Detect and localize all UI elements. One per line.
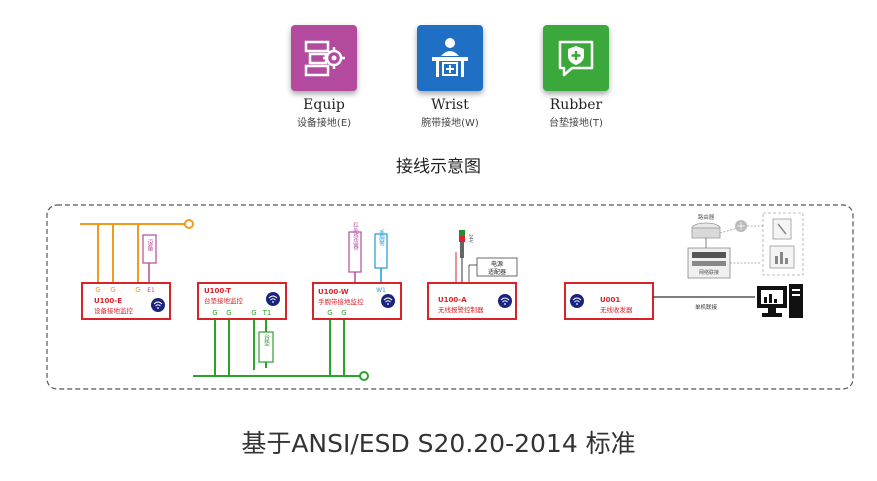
module-model: U100-E — [94, 297, 122, 305]
mat-tag-label: 台垫 — [263, 333, 270, 346]
feature-rubber-title: Rubber — [549, 97, 603, 113]
terminal-w1: W1 — [376, 287, 386, 294]
terminal-g: G — [341, 309, 346, 317]
module-desc: 手腕带接地监控 — [318, 297, 364, 306]
module-model: U001 — [600, 296, 620, 304]
diagram-dashed-frame — [46, 204, 854, 390]
module-u100-a: U100-A 无线报警控制器 — [427, 282, 517, 320]
terminal-g: G — [95, 286, 100, 294]
module-u100-t: U100-T 台垫接地监控 G G G T1 — [197, 282, 287, 320]
terminal-g: G — [212, 309, 217, 317]
mat-ground-terminal — [359, 371, 369, 381]
power-adapter — [476, 257, 518, 277]
section-title: 接线示意图 — [396, 157, 481, 177]
feature-rubber-subtitle: 台垫接地(T) — [549, 118, 603, 129]
module-u100-e: G G G E1 U100-E 设备接地监控 — [81, 282, 171, 320]
terminal-g: G — [135, 286, 140, 294]
equipment-ground-bus — [80, 223, 185, 283]
infrared-tag-label: 红外感应器 — [352, 221, 359, 251]
module-desc: 设备接地监控 — [94, 306, 134, 315]
module-desc: 无线收发器 — [600, 305, 633, 314]
router-group: 路由器 网络联接 — [687, 213, 764, 279]
feature-wrist-subtitle: 腕带接地(W) — [421, 118, 479, 129]
equipment-ground-terminal — [184, 219, 194, 229]
router-label: 路由器 — [698, 213, 715, 221]
feature-wrist-title: Wrist — [431, 97, 469, 113]
computer-icon — [757, 284, 803, 318]
single-link-label: 单机联接 — [695, 303, 718, 311]
module-u100-w: W1 U100-W 手腕带接地监控 G G — [312, 282, 402, 320]
feature-equip-tile — [291, 25, 357, 91]
mat-tag — [258, 331, 274, 363]
network-label: 网络联接 — [699, 269, 719, 276]
terminal-g: G — [327, 309, 332, 317]
terminal-t1: T1 — [262, 309, 272, 317]
module-model: U100-W — [318, 288, 349, 296]
equipment-gear-icon — [304, 40, 345, 77]
power-label: 电源 — [491, 260, 503, 268]
feature-equip-title: Equip — [303, 97, 345, 113]
terminal-g: G — [110, 286, 115, 294]
feature-wrist-tile — [417, 25, 483, 91]
terminal-e1: E1 — [147, 287, 155, 294]
equipment-tag-label: 设备 — [146, 238, 153, 252]
feature-rubber[interactable]: Rubber 台垫接地(T) — [511, 25, 641, 129]
voltage-label: 24V — [468, 234, 474, 244]
module-u001: U001 无线收发器 — [564, 282, 654, 320]
terminal-g: G — [226, 309, 231, 317]
feature-equip[interactable]: Equip 设备接地(E) — [259, 25, 389, 129]
feature-rubber-tile — [543, 25, 609, 91]
feature-equip-subtitle: 设备接地(E) — [296, 118, 352, 129]
adapter-label: 适配器 — [488, 268, 506, 276]
standard-footer: 基于ANSI/ESD S20.20-2014 标准 — [241, 429, 636, 458]
terminal-g: G — [251, 309, 256, 317]
client-devices — [762, 212, 804, 276]
module-desc: 无线报警控制器 — [438, 305, 484, 314]
shield-chat-icon — [558, 40, 594, 77]
feature-wrist[interactable]: Wrist 腕带接地(W) — [385, 25, 515, 129]
module-model: U100-T — [204, 287, 231, 295]
workstation-person-icon — [432, 38, 468, 77]
alarm-light-tower — [459, 230, 465, 258]
module-desc: 台垫接地监控 — [204, 296, 244, 305]
wristband-tag-label: 手腕带 — [378, 229, 385, 248]
module-model: U100-A — [438, 296, 467, 304]
mat-ground-bus — [193, 318, 360, 377]
